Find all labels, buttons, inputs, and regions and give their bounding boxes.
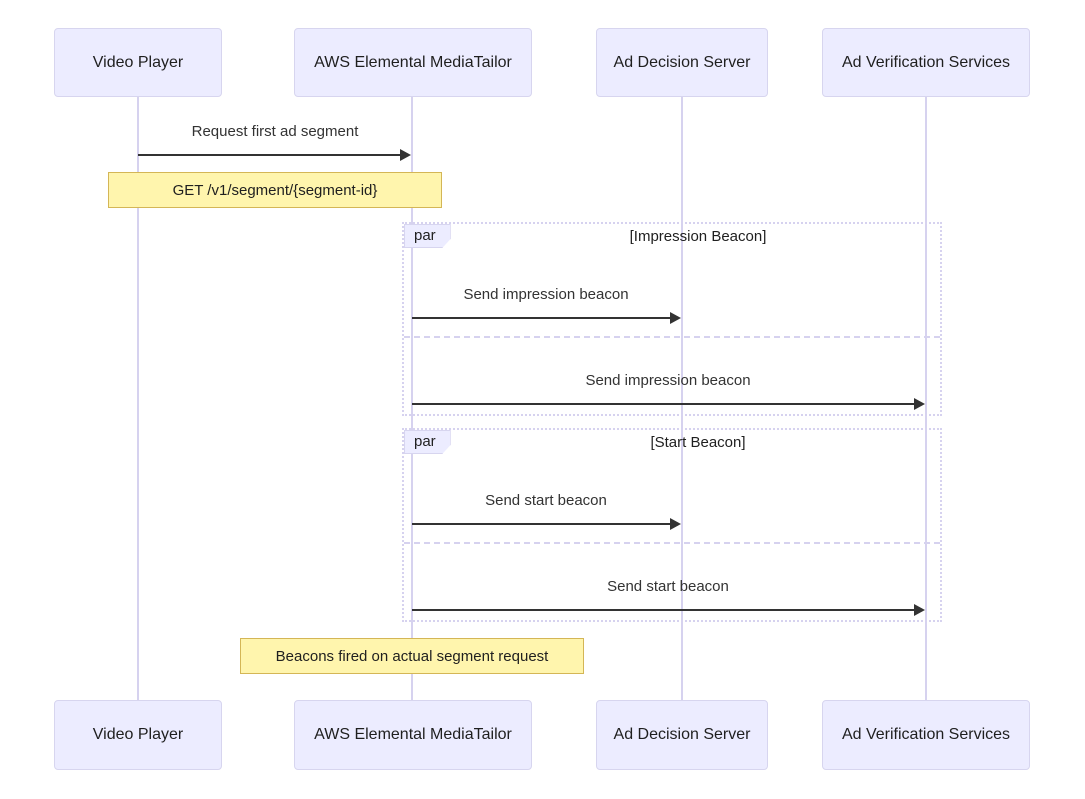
message-line-send-start-beacon-verification	[412, 609, 919, 611]
participant-top-video-player[interactable]: Video Player	[54, 28, 222, 97]
message-arrowhead-send-start-beacon-ads	[670, 518, 681, 530]
fragment-keyword-label: par	[414, 227, 436, 244]
participant-label: Ad Verification Services	[841, 53, 1011, 71]
message-arrowhead-send-impression-beacon-verification	[914, 398, 925, 410]
message-arrowhead-send-start-beacon-verification	[914, 604, 925, 616]
fragment-keyword-par-start-beacon: par	[404, 430, 451, 454]
fragment-divider-start-beacon	[404, 542, 940, 544]
lifeline-aws-elemental-mediatailor	[411, 97, 413, 700]
note-get-segment: GET /v1/segment/{segment-id}	[108, 172, 442, 208]
participant-top-ad-decision-server[interactable]: Ad Decision Server	[596, 28, 768, 97]
fragment-condition-start-beacon: [Start Beacon]	[650, 434, 746, 451]
lifeline-ad-decision-server	[681, 97, 683, 700]
message-arrowhead-request-first-ad-segment	[400, 149, 411, 161]
fragment-par-start-beacon	[402, 428, 942, 622]
participant-bottom-aws-elemental-mediatailor[interactable]: AWS Elemental MediaTailor	[294, 700, 532, 770]
message-label-request-first-ad-segment: Request first ad segment	[191, 123, 359, 140]
participant-label: AWS Elemental MediaTailor	[314, 726, 512, 743]
fragment-keyword-label: par	[414, 433, 436, 450]
participant-bottom-video-player[interactable]: Video Player	[54, 700, 222, 770]
fragment-condition-impression-beacon: [Impression Beacon]	[629, 228, 767, 245]
message-label-send-start-beacon-verification: Send start beacon	[607, 578, 729, 595]
participant-top-aws-elemental-mediatailor[interactable]: AWS Elemental MediaTailor	[294, 28, 532, 97]
participant-label: Ad Decision Server	[613, 726, 751, 743]
participant-bottom-ad-decision-server[interactable]: Ad Decision Server	[596, 700, 768, 770]
fragment-keyword-par-impression-beacon: par	[404, 224, 451, 248]
participant-label: Video Player	[92, 726, 184, 743]
message-label-send-impression-beacon-ads: Send impression beacon	[463, 286, 629, 303]
participant-label: Video Player	[92, 53, 184, 71]
message-label-send-impression-beacon-verification: Send impression beacon	[585, 372, 751, 389]
note-text: Beacons fired on actual segment request	[275, 647, 549, 665]
note-text: GET /v1/segment/{segment-id}	[172, 181, 378, 199]
participant-bottom-ad-verification-services[interactable]: Ad Verification Services	[822, 700, 1030, 770]
participant-label: Ad Decision Server	[613, 53, 751, 71]
lifeline-video-player	[137, 97, 139, 700]
fragment-par-impression-beacon	[402, 222, 942, 416]
message-line-send-impression-beacon-ads	[412, 317, 675, 319]
message-line-send-start-beacon-ads	[412, 523, 675, 525]
message-line-send-impression-beacon-verification	[412, 403, 919, 405]
message-label-send-start-beacon-ads: Send start beacon	[485, 492, 607, 509]
participant-top-ad-verification-services[interactable]: Ad Verification Services	[822, 28, 1030, 97]
participant-label: AWS Elemental MediaTailor	[314, 53, 512, 71]
fragment-divider-impression-beacon	[404, 336, 940, 338]
lifeline-ad-verification-services	[925, 97, 927, 700]
message-line-request-first-ad-segment	[138, 154, 405, 156]
participant-label: Ad Verification Services	[841, 726, 1011, 743]
note-beacons-fired: Beacons fired on actual segment request	[240, 638, 584, 674]
message-arrowhead-send-impression-beacon-ads	[670, 312, 681, 324]
